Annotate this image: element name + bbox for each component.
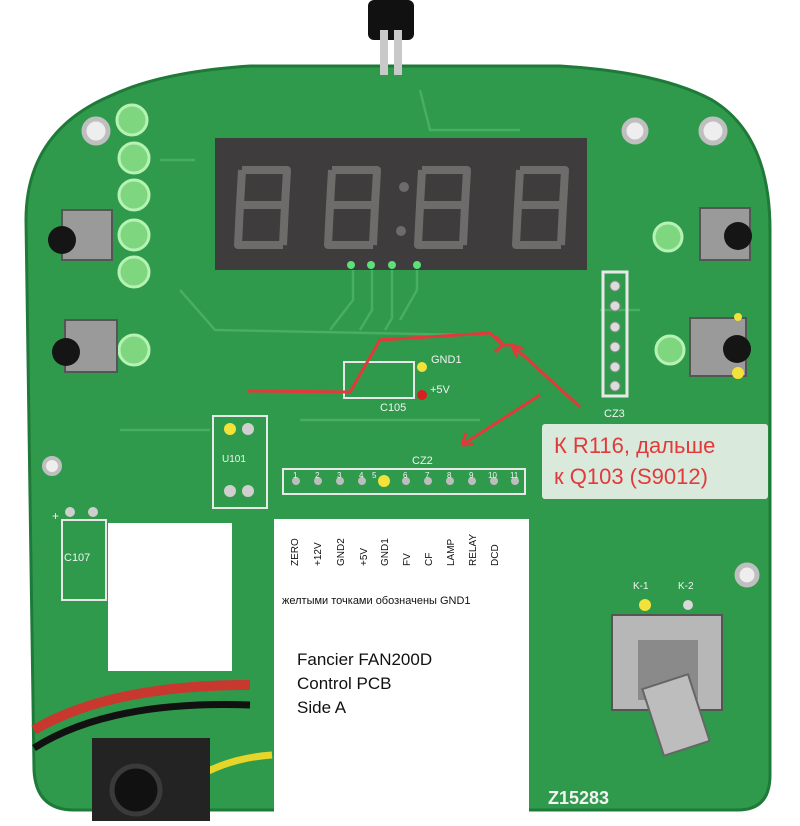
led-right-bottom [654, 334, 686, 366]
label-u101: U101 [222, 454, 246, 465]
pinout-label-cf: CF [424, 552, 435, 566]
cz2-pin-number: 9 [469, 471, 474, 480]
pinout-label-fv: FV [402, 553, 413, 566]
label-c105: C105 [380, 402, 407, 414]
pinout-label-dcd: DCD [490, 544, 501, 566]
gnd1-marker [417, 362, 427, 372]
cz2-pin-number: 6 [403, 471, 408, 480]
cz2-pin-number: 10 [488, 471, 497, 480]
cz3-header [601, 270, 629, 398]
tact-button-right-bottom [689, 313, 751, 379]
c105-footprint [343, 361, 415, 399]
cz2-pin-number: 8 [447, 471, 452, 480]
led-right-top [652, 221, 684, 253]
pinout-label-lamp: LAMP [446, 538, 457, 566]
cz2-pin-number: 7 [425, 471, 430, 480]
board-code-label: Z15283 [548, 788, 610, 808]
tact-button-left-bottom [52, 319, 118, 373]
tact-button-right-top [699, 207, 752, 261]
display-digits [234, 166, 569, 249]
display-pin-marker [413, 261, 421, 269]
u101-footprint [212, 415, 268, 509]
rotary-encoder [611, 599, 723, 757]
mount-hole [698, 116, 728, 146]
cz2-pin-number: 11 [510, 471, 519, 480]
mount-hole [42, 456, 62, 476]
cz2-connector [282, 468, 526, 495]
display-pin-marker [388, 261, 396, 269]
mount-hole [734, 562, 760, 588]
c107-footprint [61, 519, 107, 601]
label-cz3: CZ3 [604, 408, 625, 420]
callout-line: К R116, дальше [554, 433, 716, 458]
wire-black [32, 701, 251, 751]
display-pin-marker [367, 261, 375, 269]
cz2-pin-number: 3 [337, 471, 342, 480]
cz2-pin-number: 4 [359, 471, 364, 480]
cz2-pin-number: 5 [372, 471, 377, 480]
callout-line: к Q103 (S9012) [554, 464, 708, 489]
label-plus5v-probe: +5V [430, 384, 450, 396]
callout-r116-q103: К R116, дальше к Q103 (S9012) [542, 424, 768, 499]
board-title-block: Fancier FAN200D Control PCB Side A [297, 648, 432, 720]
pcb-traces [120, 89, 640, 432]
board-title-line: Control PCB [297, 674, 392, 693]
label-plus-mark: + [52, 509, 60, 523]
mount-hole [81, 116, 111, 146]
cz2-pin-number: 2 [315, 471, 320, 480]
pinout-label-gnd2: GND2 [336, 538, 347, 566]
cutout-left [108, 523, 232, 671]
pinout-label-relay: RELAY [468, 533, 479, 566]
led-stack-left [115, 103, 151, 367]
pinout-label-plus5v: +5V [359, 547, 370, 566]
board-title-line: Side A [297, 698, 347, 717]
cz2-pins [292, 475, 519, 487]
label-gnd1-probe: GND1 [431, 354, 462, 366]
gnd1-note: желтыми точками обозначены GND1 [282, 595, 471, 607]
board-title-line: Fancier FAN200D [297, 650, 433, 669]
cz2-pin-number: 1 [293, 471, 298, 480]
tact-button-left-top [48, 209, 113, 261]
wire-red [31, 680, 251, 735]
pinout-label-gnd1: GND1 [380, 538, 391, 566]
plus5v-marker [417, 390, 427, 400]
top-cable [368, 0, 414, 40]
display-pin-marker [347, 261, 355, 269]
mount-hole [621, 117, 649, 145]
label-panel [274, 519, 529, 821]
label-cz2: CZ2 [412, 455, 433, 467]
label-c107: C107 [64, 552, 91, 564]
pinout-label-plus12v: +12V [313, 542, 324, 566]
label-k2: K-2 [678, 581, 694, 592]
annotation-arrows [247, 331, 582, 447]
pinout-label-zero: ZERO [290, 538, 301, 566]
label-k1: K-1 [633, 581, 649, 592]
